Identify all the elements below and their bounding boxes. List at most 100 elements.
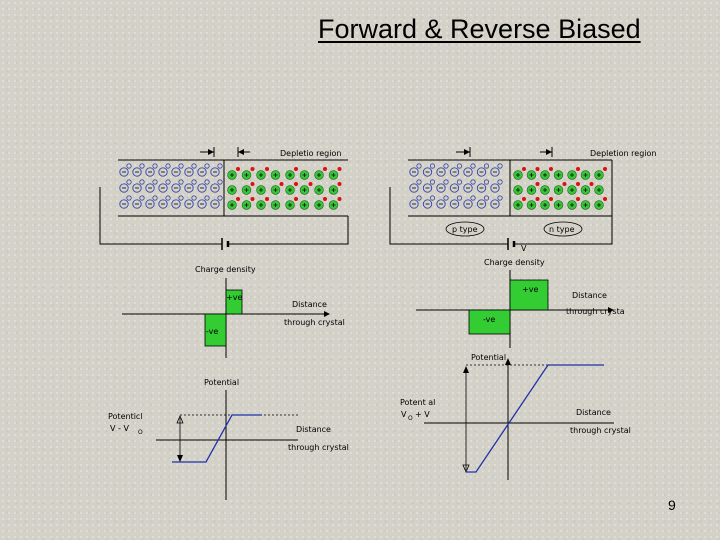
- acceptor-atom: [436, 183, 446, 193]
- electron: [562, 182, 567, 186]
- electron: [323, 167, 327, 171]
- hole: [139, 163, 145, 169]
- hole: [178, 163, 184, 169]
- electron: [576, 197, 580, 201]
- acceptor-atom: [436, 167, 446, 177]
- acceptor-atom: [145, 167, 155, 177]
- reverse-v-label: V: [521, 244, 527, 253]
- forward-charge-density-label: Charge density: [195, 265, 256, 274]
- acceptor-atom: [422, 199, 433, 209]
- electron: [337, 182, 342, 186]
- acceptor-atom: [158, 167, 168, 177]
- hole: [416, 179, 422, 185]
- forward-circuit: [99, 187, 349, 250]
- reverse-charge-density-label: Charge density: [484, 258, 545, 267]
- electron: [294, 167, 298, 171]
- electron: [603, 197, 607, 201]
- reverse-acceptor-atoms: [409, 163, 503, 209]
- forward-through-crystal-label-2: through crystal: [288, 443, 349, 452]
- reverse-positive-charge-box: [509, 279, 549, 311]
- electron: [337, 197, 342, 201]
- acceptor-atom: [132, 167, 142, 177]
- electron: [535, 182, 540, 186]
- acceptor-atom: [490, 167, 500, 177]
- acceptor-atom: [184, 183, 194, 193]
- reverse-potential-graph: Potential Potent al V O + V Distance thr…: [400, 353, 631, 480]
- acceptor-atom: [171, 167, 181, 177]
- acceptor-atom: [119, 167, 129, 177]
- hole: [497, 195, 503, 201]
- hole: [165, 179, 171, 185]
- p-type-label: p type: [452, 225, 478, 234]
- electron: [522, 167, 526, 171]
- forward-distance-label: Distance: [292, 300, 327, 309]
- hole: [470, 195, 476, 201]
- electron: [535, 197, 540, 201]
- electron: [522, 197, 526, 201]
- n-type-label: n type: [549, 225, 575, 234]
- hole: [443, 163, 449, 169]
- hole: [483, 163, 490, 169]
- acceptor-atom: [171, 183, 181, 193]
- reverse-circuit: p type n type V: [389, 187, 613, 253]
- hole: [204, 179, 210, 185]
- electron: [576, 167, 580, 171]
- electron: [265, 197, 269, 201]
- electron: [337, 167, 342, 171]
- acceptor-atom: [171, 199, 181, 209]
- acceptor-atom: [436, 199, 446, 209]
- reverse-crystal: Depletion region: [408, 147, 656, 217]
- acceptor-atom: [132, 183, 142, 193]
- electron: [236, 197, 240, 201]
- electron: [589, 182, 594, 186]
- electron: [250, 167, 255, 171]
- reverse-negative-charge-box: [468, 309, 511, 335]
- acceptor-atom: [463, 167, 473, 177]
- reverse-positive-label: +ve: [522, 285, 538, 294]
- forward-charge-density-graph: Charge density +ve -ve Distance through …: [122, 265, 345, 358]
- forward-potential-left-sub: O: [138, 429, 143, 436]
- forward-potential-curve: [172, 414, 262, 463]
- reverse-bias-diagram: Depletion region p type n type V Charge …: [389, 147, 656, 480]
- hole: [126, 195, 132, 201]
- forward-potential-left-value: V - V: [110, 424, 129, 433]
- acceptor-atom: [184, 199, 194, 209]
- electron: [294, 182, 298, 186]
- hole: [443, 195, 449, 201]
- acceptor-atom: [449, 183, 460, 193]
- forward-crystal: Depletio region: [118, 147, 348, 217]
- acceptor-atom: [158, 183, 168, 193]
- hole: [416, 163, 422, 169]
- electron: [279, 182, 284, 186]
- acceptor-atom: [476, 167, 487, 177]
- hole: [191, 195, 197, 201]
- acceptor-atom: [184, 167, 194, 177]
- electron: [236, 167, 240, 171]
- page-title: Forward & Reverse Biased: [318, 14, 641, 44]
- hole: [126, 179, 132, 185]
- acceptor-atom: [197, 167, 207, 177]
- electron: [549, 167, 553, 171]
- acceptor-atom: [463, 183, 473, 193]
- hole: [178, 195, 184, 201]
- hole: [497, 163, 503, 169]
- hole: [204, 195, 210, 201]
- electron: [603, 167, 607, 171]
- reverse-potential-label: Potential: [471, 353, 506, 362]
- reverse-depletion-label: Depletion region: [590, 149, 656, 158]
- reverse-potential-curve: [466, 364, 604, 473]
- forward-potential-graph: Potential Potenticl V - V O Distance thr…: [108, 378, 349, 500]
- acceptor-atom: [476, 199, 487, 209]
- electron: [549, 197, 553, 201]
- p-type-tag: [445, 221, 485, 237]
- reverse-through-crystal-label-2: through crystal: [570, 426, 631, 435]
- hole: [497, 179, 503, 185]
- acceptor-atom: [409, 199, 419, 209]
- forward-through-crystal-label: through crystal: [284, 318, 345, 327]
- electron: [250, 182, 255, 186]
- acceptor-atom: [463, 199, 473, 209]
- hole: [429, 179, 436, 185]
- hole: [416, 195, 422, 201]
- forward-donor-atoms: [227, 167, 342, 210]
